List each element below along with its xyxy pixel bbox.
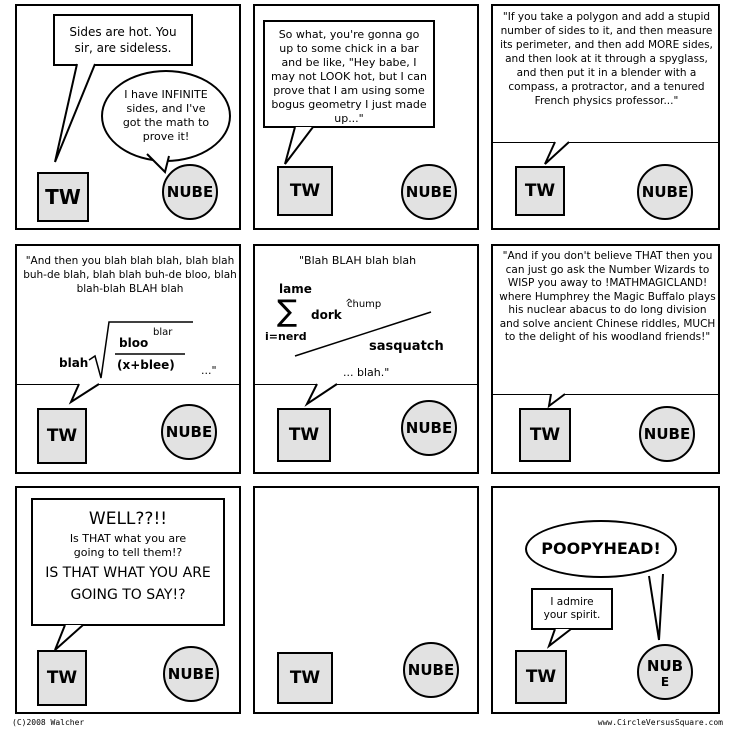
panel-2: So what, you're gonna go up to some chic…: [253, 4, 479, 230]
sum-upper-limit: lame: [279, 282, 312, 296]
circle-character-split: NUB E: [637, 644, 693, 700]
sum-body: dork: [311, 308, 342, 322]
square-character: TW: [519, 408, 571, 462]
formula-prefix: blah: [59, 356, 89, 370]
sum-exponent: chump: [347, 299, 382, 310]
square-character: TW: [515, 650, 567, 704]
circle-speech-bubble: POOPYHEAD!: [525, 520, 677, 578]
shout-line-3: IS THAT WHAT YOU ARE GOING TO SAY!?: [45, 565, 211, 603]
shout-line-2: Is THAT what you are going to tell them!…: [69, 532, 187, 559]
panel-7: WELL??!! Is THAT what you are going to t…: [15, 486, 241, 714]
circle-character: NUBE: [637, 164, 693, 220]
caption-divider: [17, 384, 239, 385]
circle-speech-bubble: I have INFINITE sides, and I've got the …: [101, 70, 231, 162]
circle-character: NUBE: [163, 646, 219, 702]
panel-1: Sides are hot. You sir, are sideless. I …: [15, 4, 241, 230]
sasquatch-word: sasquatch: [369, 339, 444, 354]
square-character: TW: [277, 166, 333, 216]
caption-divider: [255, 384, 477, 385]
square-character: TW: [277, 652, 333, 704]
narration-caption: "And if you don't believe THAT then you …: [499, 250, 716, 343]
square-speech-box: So what, you're gonna go up to some chic…: [263, 20, 435, 128]
panel-6: "And if you don't believe THAT then you …: [491, 244, 720, 474]
nube-split-bottom: E: [660, 675, 670, 689]
circle-character: NUBE: [161, 404, 217, 460]
circle-character: NUBE: [401, 164, 457, 220]
caption-divider: [493, 142, 718, 143]
nube-split-top: NUB: [646, 657, 684, 675]
narration-caption: "If you take a polygon and add a stupid …: [500, 11, 713, 107]
narration-caption: "And then you blah blah blah, blah blah …: [23, 255, 237, 295]
square-character: TW: [37, 172, 89, 222]
shout-line-1: WELL??!!: [88, 509, 168, 529]
caption-end: ... blah.": [343, 366, 390, 379]
panel-8: TW NUBE: [253, 486, 479, 714]
panel-5: "Blah BLAH blah blah lame ∑ i=nerd dork …: [253, 244, 479, 474]
panel-9: POOPYHEAD! I admire your spirit. TW NUB …: [491, 486, 720, 714]
narration-caption: "Blah BLAH blah blah: [299, 254, 417, 267]
panel-3: "If you take a polygon and add a stupid …: [491, 4, 720, 230]
circle-character: NUBE: [403, 642, 459, 698]
square-character: TW: [37, 650, 87, 706]
panel-4: "And then you blah blah blah, blah blah …: [15, 244, 241, 474]
formula-numerator: bloo: [119, 336, 149, 350]
circle-character: NUBE: [639, 406, 695, 462]
circle-character: NUBE: [162, 164, 218, 220]
sum-lower-limit: i=nerd: [265, 330, 307, 343]
square-character: TW: [277, 408, 331, 462]
sum-symbol: ∑: [277, 294, 298, 329]
formula-denominator: (x+blee): [117, 358, 175, 372]
website-footer: www.CircleVersusSquare.com: [597, 718, 723, 727]
formula-suffix: ...": [201, 364, 217, 377]
square-speech-box: Sides are hot. You sir, are sideless.: [53, 14, 193, 66]
circle-character: NUBE: [401, 400, 457, 456]
square-character: TW: [515, 166, 565, 216]
copyright-footer: (C)2008 Walcher: [12, 718, 85, 727]
square-character: TW: [37, 408, 87, 464]
caption-divider: [493, 394, 718, 395]
square-speech-box: I admire your spirit.: [531, 588, 613, 630]
formula-exponent: blar: [153, 327, 173, 338]
square-speech-box: WELL??!! Is THAT what you are going to t…: [31, 498, 225, 626]
